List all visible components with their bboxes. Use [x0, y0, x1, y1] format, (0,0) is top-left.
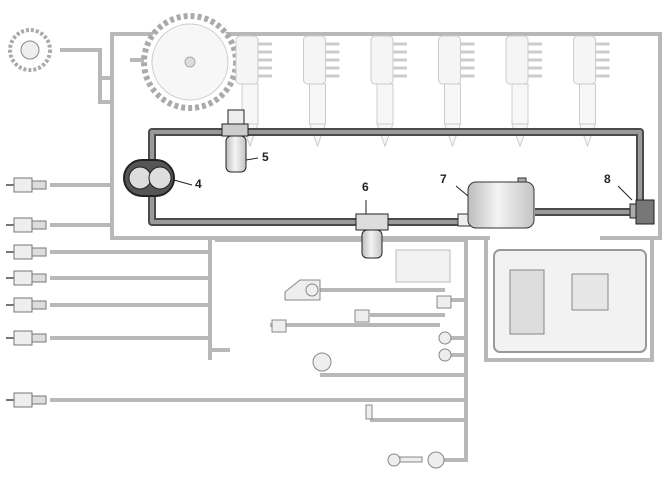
callout-5: 5	[262, 150, 269, 164]
wiring-harness	[50, 32, 662, 462]
callout-8: 8	[604, 172, 611, 186]
fuel-line	[148, 128, 644, 226]
sensor-connector	[6, 330, 47, 346]
fuel-pressure-sensor	[629, 199, 655, 225]
sensor-connector	[6, 297, 47, 313]
sensors	[6, 177, 47, 408]
sensor-connector	[6, 244, 47, 260]
cam-gear	[141, 13, 239, 111]
fuel-tank	[457, 177, 535, 229]
callout-6: 6	[362, 180, 369, 194]
relay-box	[395, 249, 451, 283]
crank-gear	[8, 28, 52, 72]
injectors	[235, 35, 610, 148]
primary-fuel-filter	[221, 109, 249, 173]
sensor-connector	[6, 270, 47, 286]
fuel-injector	[370, 35, 407, 148]
callout-7: 7	[440, 172, 447, 186]
fuel-transfer-pump	[123, 159, 175, 197]
callout-4: 4	[195, 177, 202, 191]
sensor-connector	[6, 392, 47, 408]
sensor-connector	[6, 177, 47, 193]
switches	[271, 279, 452, 469]
fuel-injector	[505, 35, 542, 148]
secondary-fuel-filter	[355, 213, 389, 259]
sensor-connector	[6, 217, 47, 233]
engine-control-module	[493, 249, 647, 353]
callout-leaders	[173, 157, 633, 214]
